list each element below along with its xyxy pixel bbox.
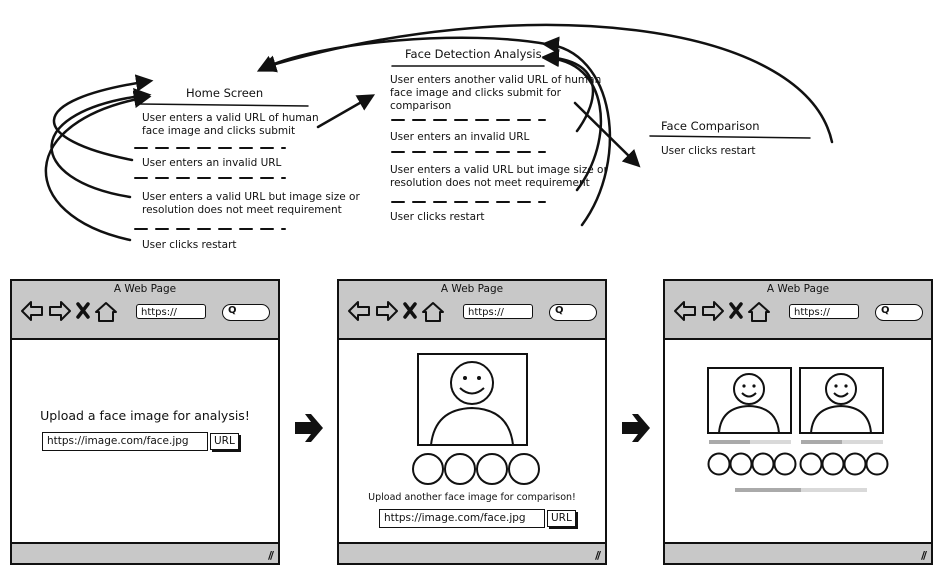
- face-image-left: [707, 367, 792, 434]
- close-icon: [403, 302, 417, 319]
- home-event-valid-url: User enters a valid URL of human face im…: [142, 112, 319, 137]
- face-thumbnails: [707, 452, 889, 476]
- home-event-size-fail: User enters a valid URL but image size o…: [142, 191, 360, 216]
- comparison-title: Face Comparison: [661, 119, 760, 133]
- address-bar[interactable]: https://: [789, 304, 859, 319]
- search-box[interactable]: Q: [875, 304, 923, 321]
- forward-icon: [49, 301, 71, 321]
- resize-grip-icon[interactable]: //: [267, 549, 274, 562]
- url-submit-button[interactable]: URL: [547, 510, 576, 527]
- browser-toolbar: A Web Page https:// Q: [339, 281, 605, 340]
- close-icon: [729, 302, 743, 319]
- back-icon: [348, 301, 370, 321]
- browser-title: A Web Page: [113, 283, 177, 295]
- url-input[interactable]: https://image.com/face.jpg: [379, 509, 545, 528]
- browser-toolbar: A Web Page https:// Q: [665, 281, 931, 340]
- face-thumbnails: [412, 453, 540, 485]
- search-icon: Q: [881, 305, 890, 316]
- address-bar[interactable]: https://: [463, 304, 533, 319]
- back-icon: [674, 301, 696, 321]
- resize-grip-icon[interactable]: //: [920, 549, 927, 562]
- browser-title: A Web Page: [766, 283, 830, 295]
- status-bar: //: [665, 542, 931, 563]
- home-screen-title: Home Screen: [186, 86, 264, 100]
- close-icon: [76, 302, 90, 319]
- search-box[interactable]: Q: [222, 304, 270, 321]
- search-icon: Q: [228, 305, 237, 316]
- address-bar[interactable]: https://: [136, 304, 206, 319]
- status-bar: //: [12, 542, 278, 563]
- analysis-event-restart: User clicks restart: [390, 211, 485, 223]
- status-bar: //: [339, 542, 605, 563]
- browser-window-upload: A Web Page https:// Q Upload a face imag…: [10, 279, 280, 565]
- search-box[interactable]: Q: [549, 304, 597, 321]
- browser-window-analysis: A Web Page https:// Q Upload another fac…: [337, 279, 607, 565]
- home-icon: [748, 302, 770, 322]
- analysis-event-valid-url: User enters another valid URL of human f…: [390, 74, 602, 112]
- nav-icons[interactable]: [20, 297, 132, 325]
- analysis-event-size-fail: User enters a valid URL but image size o…: [390, 164, 608, 189]
- comparison-prompt: Upload another face image for comparison…: [368, 492, 576, 503]
- face-image-right: [799, 367, 884, 434]
- analysis-title: Face Detection Analysis: [405, 47, 542, 61]
- progress-bar-left: [709, 440, 791, 444]
- browser-title: A Web Page: [440, 283, 504, 295]
- browser-toolbar: A Web Page https:// Q: [12, 281, 278, 340]
- url-submit-button[interactable]: URL: [210, 433, 239, 450]
- forward-icon: [376, 301, 398, 321]
- search-icon: Q: [555, 305, 564, 316]
- face-image-placeholder: [417, 353, 528, 446]
- back-icon: [21, 301, 43, 321]
- resize-grip-icon[interactable]: //: [594, 549, 601, 562]
- url-input[interactable]: https://image.com/face.jpg: [42, 432, 208, 451]
- home-event-restart: User clicks restart: [142, 239, 237, 251]
- home-icon: [422, 302, 444, 322]
- forward-icon: [702, 301, 724, 321]
- progress-bar-right: [801, 440, 883, 444]
- analysis-event-invalid-url: User enters an invalid URL: [390, 131, 530, 143]
- browser-window-comparison: A Web Page https:// Q: [663, 279, 933, 565]
- upload-heading: Upload a face image for analysis!: [40, 408, 250, 423]
- comparison-event-restart: User clicks restart: [661, 145, 756, 157]
- nav-icons[interactable]: [673, 297, 785, 325]
- home-icon: [95, 302, 117, 322]
- home-event-invalid-url: User enters an invalid URL: [142, 157, 282, 169]
- progress-bar-bottom: [735, 488, 867, 492]
- nav-icons[interactable]: [347, 297, 459, 325]
